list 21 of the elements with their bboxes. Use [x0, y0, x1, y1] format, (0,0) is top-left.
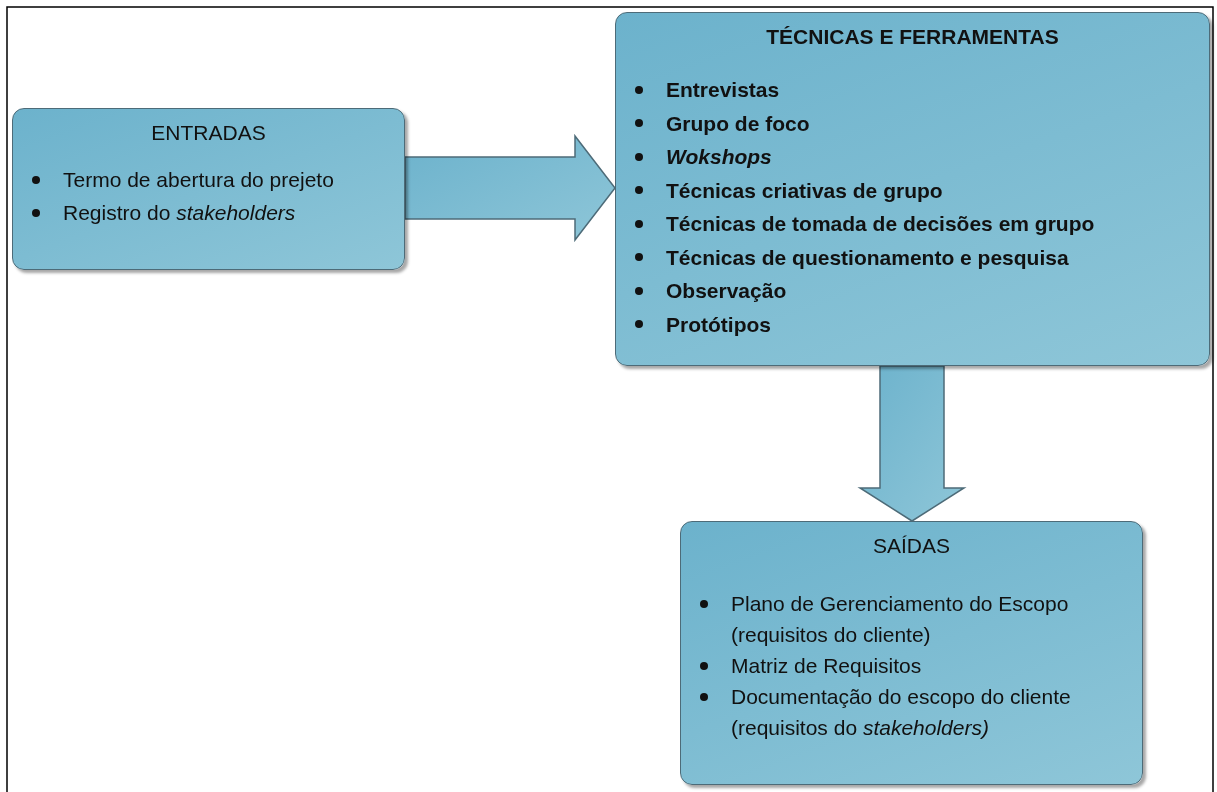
box-heading: SAÍDAS [872, 534, 951, 558]
bullet-item: Matriz de Requisitos [731, 654, 922, 677]
bullet-item: Técnicas criativas de grupo [666, 178, 943, 202]
box-heading: ENTRADAS [150, 121, 267, 145]
box-heading: TÉCNICAS E FERRAMENTAS [765, 25, 1060, 49]
bullet-item: Técnicas de tomada de decisões em grupo [666, 212, 1095, 235]
bullet-item: Grupo de foco [666, 111, 810, 135]
process-box [12, 108, 405, 270]
block-arrow [857, 365, 967, 522]
bullet-item: Registro do stakeholders [63, 201, 296, 224]
bullet-item: Técnicas de questionamento e pesquisa [666, 245, 1069, 269]
bullet-item: Wokshops [666, 145, 772, 168]
bullet-item: Observação [666, 279, 787, 302]
bullet-item: Protótipos [666, 312, 771, 336]
process-box [615, 12, 1210, 366]
process-box [680, 521, 1143, 785]
bullet-item: Entrevistas [666, 78, 780, 101]
bullet-item: Termo de abertura do prejeto [63, 168, 334, 191]
bullet-item: Plano de Gerenciamento do Escopo (requisitos do cliente) [731, 592, 1069, 646]
bullet-item: Documentação do escopo do cliente (requisitos do stakeholders) [731, 685, 1071, 739]
block-arrow [404, 133, 616, 243]
